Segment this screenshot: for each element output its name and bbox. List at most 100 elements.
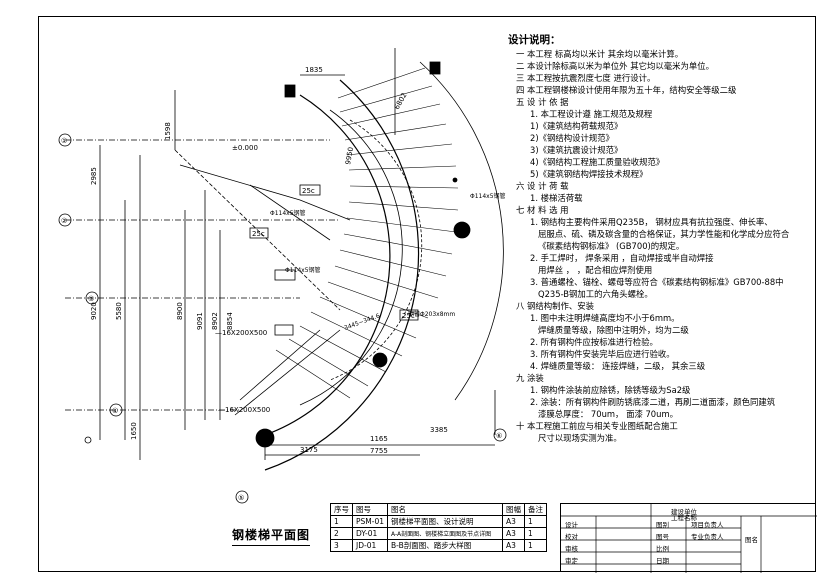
cell: A3 <box>502 527 526 540</box>
elevation-2: 25c <box>252 230 265 238</box>
cell-dwg-no: 图号 <box>656 533 669 541</box>
cell-approve: 审定 <box>565 557 578 565</box>
pipe-label-3: Φ114x5钢管 <box>285 266 321 274</box>
note-line: 1. 楼梯活荷载 <box>530 193 583 203</box>
cell-dwg-type: 图别 <box>656 521 669 529</box>
cell: B-B剖面图、踏步大样图 <box>387 539 504 552</box>
note-line: 四 本工程钢楼梯设计使用年限为五十年，结构安全等级二级 <box>516 85 737 95</box>
dim-inner-1: 9091 <box>196 312 204 330</box>
note-line: 三 本工程按抗震烈度七度 进行设计。 <box>516 73 656 83</box>
note-line: 5)《建筑钢结构焊接技术规程》 <box>530 169 648 179</box>
dim-bottom-3: 3385 <box>430 426 448 434</box>
pipe-label-1: Φ114x5钢管 <box>270 209 306 217</box>
header-name: 图名 <box>387 503 504 516</box>
note-line: 1)《建筑结构荷载规范》 <box>530 121 623 131</box>
title-block: 建设单位 工程名称 设计 校对 审核 审定 图别 图号 比例 日期 项目负责人 … <box>560 503 817 573</box>
note-line: 八 钢结构制作、安装 <box>516 301 595 311</box>
cell: A3 <box>502 539 526 552</box>
note-line: 3. 所有钢构件安装完毕后应进行验收。 <box>530 349 675 359</box>
dim-left-3: 9020 <box>90 302 98 320</box>
note-line: 1. 钢构件涂装前应除锈，除锈等级为Sa2级 <box>530 385 691 395</box>
note-line: 漆膜总厚度： 70um， 面漆 70um。 <box>538 409 678 419</box>
title-block-grid <box>561 504 817 573</box>
note-line: 1. 钢结构主要构件采用Q235B， 钢材应具有抗拉强度、伸长率、 <box>530 217 773 227</box>
note-line: 2. 手工焊时， 焊条采用 ，自动焊接或半自动焊接 <box>530 253 714 263</box>
axis-mark-1: ① <box>61 137 67 145</box>
note-line: 4. 焊缝质量等级： 连接焊缝，二级， 其余三级 <box>530 361 706 371</box>
axis-mark-2: ② <box>61 217 67 225</box>
note-line: 六 设 计 荷 载 <box>516 181 569 191</box>
drawing-list-table: 序号 图号 图名 图幅 备注 1 PSM-01 钢楼梯平面图、设计说明 A3 1… <box>330 503 548 552</box>
table-row: 2 DY-01 A-A剖面图、钢楼梯立面图及节点详图 A3 1 <box>330 527 548 540</box>
note-line: 1. 图中未注明焊缝高度均不小于6mm。 <box>530 313 680 323</box>
cell-date: 日期 <box>656 557 669 565</box>
header-no: 序号 <box>330 503 353 516</box>
note-line: 尺寸以现场实测为准。 <box>538 433 622 443</box>
axis-mark-4: ④ <box>112 407 118 415</box>
dim-inner-3: 8854 <box>226 312 234 330</box>
dim-top-3: 9950 <box>344 146 355 165</box>
cell: 1 <box>524 515 548 528</box>
pipe-label-2: Φ114x5钢管 <box>470 192 506 200</box>
note-line: 屈服点、硫、磷及碳含量的合格保证，其力学性能和化学成分应符合 <box>538 229 790 239</box>
elevation-zero: ±0.000 <box>232 144 258 152</box>
dim-left-6: 1650 <box>130 422 138 440</box>
cell: JD-01 <box>351 539 389 552</box>
cell-scale: 比例 <box>656 545 669 553</box>
drawing-title: 钢楼梯平面图 <box>232 528 311 546</box>
cell: 1 <box>524 527 548 540</box>
dim-bottom-4: 7755 <box>370 447 388 455</box>
dim-inner-2: 8902 <box>211 312 219 330</box>
note-line: 十 本工程施工前应与相关专业图纸配合施工 <box>516 421 678 431</box>
cell-review: 审核 <box>565 545 578 553</box>
note-line: 2. 所有钢构件应按标准进行检验。 <box>530 337 658 347</box>
cell-project: 工程名称 <box>671 514 697 522</box>
cell-design: 设计 <box>565 521 578 529</box>
elevation-3: 25c <box>402 312 415 320</box>
cell-check: 校对 <box>565 533 578 541</box>
cell: 3 <box>330 539 353 552</box>
header-size: 图幅 <box>502 503 526 516</box>
elevation-1: 25c <box>302 187 315 195</box>
notes-lines: 一 本工程 标高均以米计 其余均以毫米计算。二 本设计除标高以米为单位外 其它均… <box>508 48 813 444</box>
drawing-list-header: 序号 图号 图名 图幅 备注 <box>330 503 548 516</box>
cell: PSM-01 <box>351 515 389 528</box>
header-remark: 备注 <box>524 503 548 516</box>
axis-mark-5: ⑤ <box>238 494 244 502</box>
cell-client: 建设单位 <box>671 508 697 516</box>
design-notes: 设计说明： 一 本工程 标高均以米计 其余均以毫米计算。二 本设计除标高以米为单… <box>508 34 813 444</box>
note-line: 2)《钢结构设计规范》 <box>530 133 614 143</box>
cell: A-A剖面图、钢楼梯立面图及节点详图 <box>387 527 504 540</box>
plate-label-2: —16X200X500 <box>218 406 270 414</box>
note-line: 《碳素结构钢标准》 (GB700)的规定。 <box>538 241 685 251</box>
cell: 钢楼梯平面图、设计说明 <box>387 515 504 528</box>
note-line: 二 本设计除标高以米为单位外 其它均以毫米为单位。 <box>516 61 714 71</box>
dim-top-1: 1835 <box>305 66 323 74</box>
note-line: 七 材 料 选 用 <box>516 205 569 215</box>
cell: 1 <box>330 515 353 528</box>
note-line: 五 设 计 依 据 <box>516 97 569 107</box>
cell: DY-01 <box>351 527 389 540</box>
note-line: 3)《建筑抗震设计规范》 <box>530 145 623 155</box>
dim-left-4: 5580 <box>115 302 123 320</box>
note-line: 3. 普通螺栓、锚栓、螺母等应符合《碳素结构钢标准》GB700-88中 <box>530 277 784 287</box>
note-line: 1. 本工程设计遵 施工规范及规程 <box>530 109 653 119</box>
dim-bottom-1: 3175 <box>300 446 318 454</box>
pipe-label-4: 钢管Φ203x8mm <box>408 310 455 318</box>
drawing-frame <box>38 16 816 572</box>
note-line: Q235-B钢加工的六角头螺栓。 <box>538 289 653 299</box>
note-line: 一 本工程 标高均以米计 其余均以毫米计算。 <box>516 49 684 59</box>
cell-pm: 项目负责人 <box>691 521 724 529</box>
note-line: 2. 涂装：所有钢构件刷防锈底漆二道，再刷二道面漆，颜色同建筑 <box>530 397 776 407</box>
note-line: 九 涂装 <box>516 373 544 383</box>
cell-title: 图名 <box>745 536 758 544</box>
axis-mark-3: ③ <box>88 295 94 303</box>
cell-lead: 专业负责人 <box>691 533 724 541</box>
note-line: 用焊丝 ， ，配合相应焊剂使用 <box>538 265 653 275</box>
dim-left-1: 2985 <box>90 167 98 185</box>
cell: 2 <box>330 527 353 540</box>
table-row: 1 PSM-01 钢楼梯平面图、设计说明 A3 1 <box>330 515 548 528</box>
table-row: 3 JD-01 B-B剖面图、踏步大样图 A3 1 <box>330 539 548 552</box>
